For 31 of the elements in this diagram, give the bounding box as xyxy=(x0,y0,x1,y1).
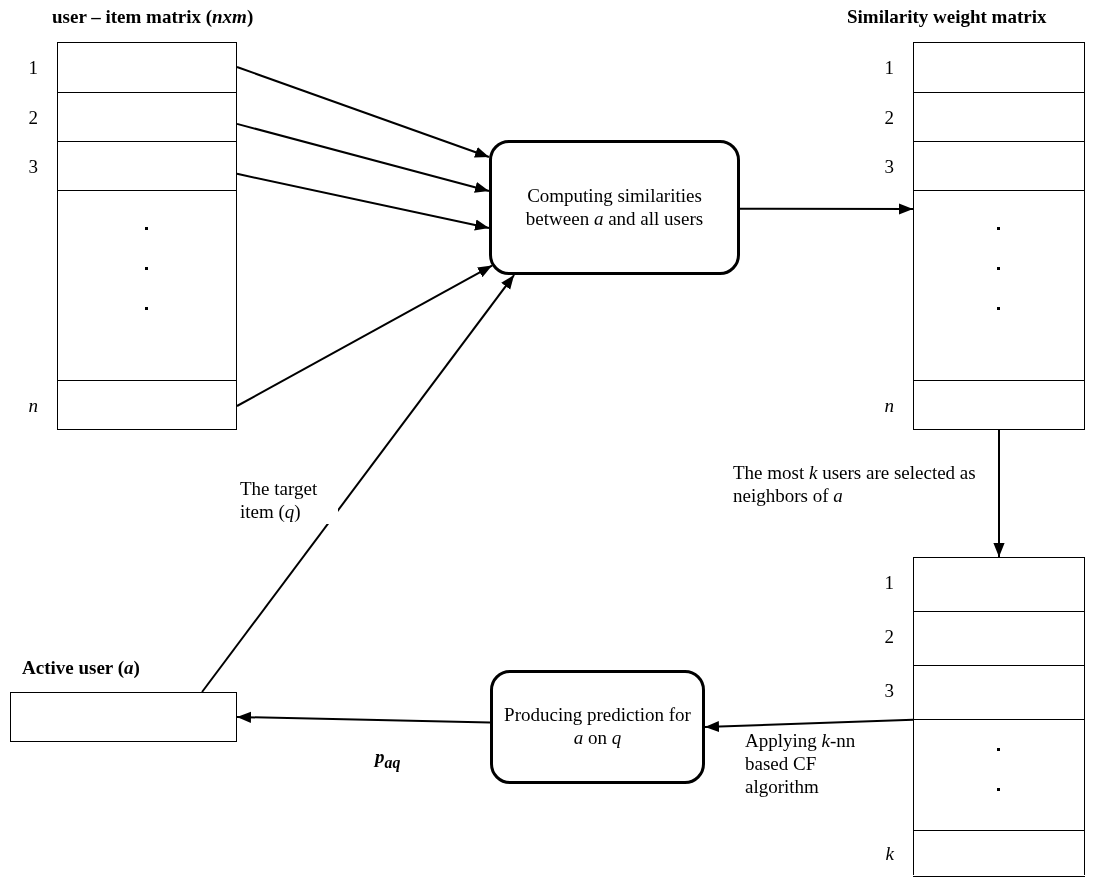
row-number: 3 xyxy=(884,680,894,702)
process-box xyxy=(490,670,705,784)
arrow xyxy=(236,264,493,407)
process-box xyxy=(489,140,740,275)
row-number: 1 xyxy=(28,57,38,79)
arrow xyxy=(236,711,491,724)
row-number: n xyxy=(884,395,894,417)
row-number: 3 xyxy=(884,155,894,178)
process-label: Producing prediction for a on q xyxy=(503,704,692,750)
matrix-title: user – item matrix (nxm) xyxy=(52,6,254,28)
matrix-row xyxy=(913,190,1085,380)
arrow xyxy=(704,718,914,733)
arrow xyxy=(739,203,914,215)
row-number: 2 xyxy=(28,106,38,129)
row-number: k xyxy=(885,842,894,865)
row-number: n xyxy=(28,395,38,417)
row-number: 1 xyxy=(884,572,894,594)
row-number: 2 xyxy=(884,626,894,648)
arrow xyxy=(993,429,1005,558)
row-number: 3 xyxy=(28,155,38,178)
matrix-row xyxy=(57,190,237,380)
matrix-title: Active user (a) xyxy=(22,657,140,679)
arrow xyxy=(201,274,516,693)
matrix-title: Similarity weight matrix xyxy=(847,6,1047,28)
row-number: 1 xyxy=(884,57,894,79)
arrow xyxy=(236,122,490,193)
process-label: Computing similarities between a and all users xyxy=(524,184,705,231)
arrow xyxy=(236,66,490,158)
row-number: 2 xyxy=(884,106,894,129)
matrix-row xyxy=(913,719,1085,830)
arrow xyxy=(236,172,490,231)
